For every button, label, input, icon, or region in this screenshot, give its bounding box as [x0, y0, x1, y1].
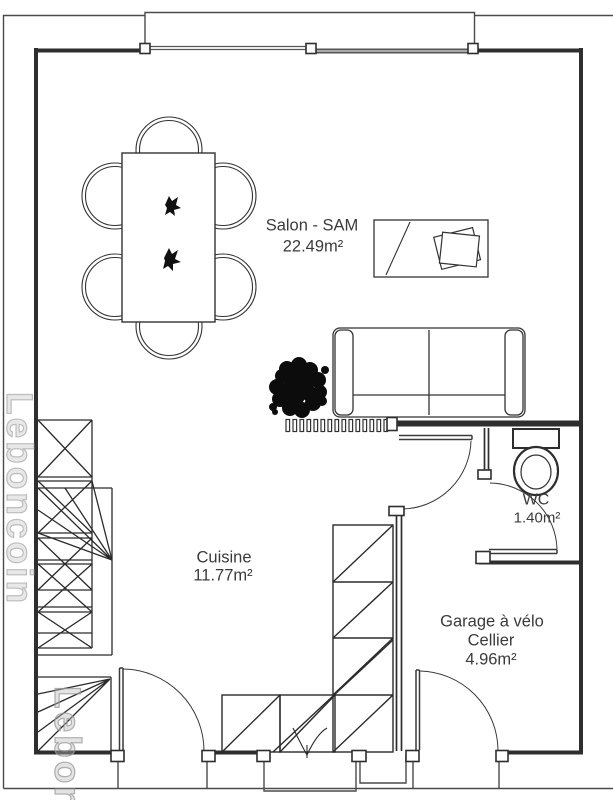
- magazine: [438, 231, 481, 268]
- room-label-wc-area: 1.40m²: [513, 509, 561, 527]
- room-label-garage-line2: Cellier: [467, 631, 515, 650]
- sofa: [332, 327, 526, 418]
- jambs: [110, 42, 509, 763]
- kitchen-sink: [292, 727, 328, 758]
- room-label-cuisine-name: Cuisine: [196, 548, 252, 567]
- staircase: [37, 419, 113, 752]
- room-label-wc-name: WC: [522, 491, 550, 509]
- room-label-salon-area: 22.49m²: [282, 237, 344, 256]
- table-plants: [163, 196, 181, 271]
- room-label-salon-name: Salon - SAM: [265, 216, 359, 235]
- kitchen-cabinets: [221, 524, 394, 758]
- entrance-door: [118, 667, 205, 752]
- wc-door: [489, 482, 558, 555]
- kitchen-door: [399, 434, 473, 510]
- plant: [269, 357, 329, 418]
- desk: [373, 219, 489, 278]
- partitions: [395, 428, 490, 751]
- toilet: [512, 428, 560, 497]
- doors: [118, 434, 558, 752]
- room-label-garage-area: 4.96m²: [465, 650, 517, 669]
- room-label-garage-line1: Garage à vélo: [440, 612, 544, 631]
- radiator: [285, 418, 389, 433]
- dining-table: [121, 152, 216, 323]
- window: [150, 45, 468, 54]
- garage-door: [415, 669, 499, 751]
- room-label-cuisine-area: 11.77m²: [193, 566, 253, 585]
